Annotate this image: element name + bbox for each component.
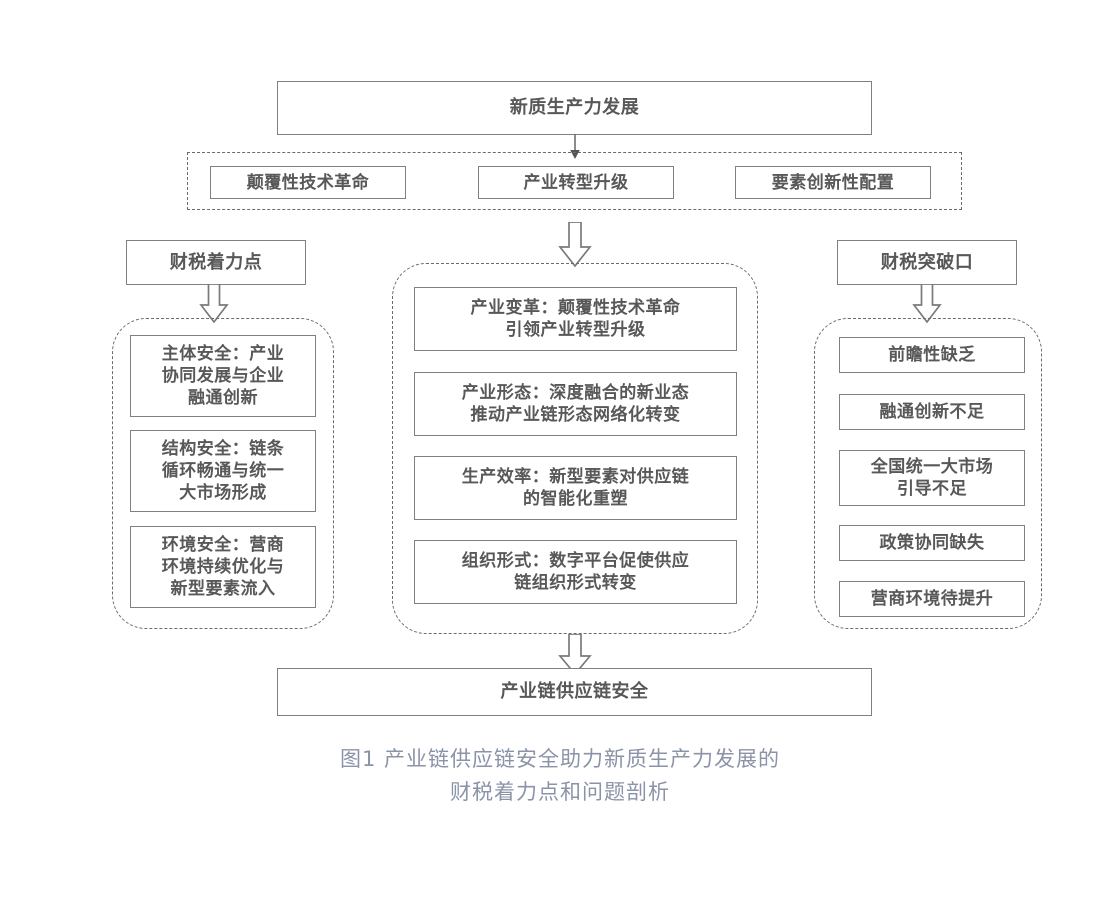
right-item-2[interactable]: 全国统一大市场 引导不足 [839, 450, 1025, 506]
arrow-left-header-to-items [199, 284, 229, 324]
driver-group-container [187, 152, 962, 210]
driver-item-2[interactable]: 要素创新性配置 [735, 166, 931, 199]
left-column-header[interactable]: 财税着力点 [126, 240, 306, 285]
right-item-4[interactable]: 营商环境待提升 [839, 581, 1025, 617]
center-item-1[interactable]: 产业形态：深度融合的新业态 推动产业链形态网络化转变 [414, 372, 737, 436]
center-item-2[interactable]: 生产效率：新型要素对供应链 的智能化重塑 [414, 456, 737, 520]
arrow-center-to-bottom [558, 634, 592, 676]
left-item-1[interactable]: 结构安全：链条 循环畅通与统一 大市场形成 [130, 430, 316, 512]
driver-item-0[interactable]: 颠覆性技术革命 [210, 166, 406, 199]
left-item-2[interactable]: 环境安全：营商 环境持续优化与 新型要素流入 [130, 526, 316, 608]
left-item-0[interactable]: 主体安全：产业 协同发展与企业 融通创新 [130, 335, 316, 417]
center-item-3[interactable]: 组织形式：数字平台促使供应 链组织形式转变 [414, 540, 737, 604]
right-item-3[interactable]: 政策协同缺失 [839, 525, 1025, 561]
right-item-0[interactable]: 前瞻性缺乏 [839, 337, 1025, 373]
arrow-right-header-to-items [912, 284, 942, 324]
figure-caption: 图1 产业链供应链安全助力新质生产力发展的 财税着力点和问题剖析 [339, 747, 781, 804]
right-column-header[interactable]: 财税突破口 [837, 240, 1017, 285]
arrow-drivers-to-center [558, 222, 592, 268]
left-column-container [112, 318, 334, 629]
center-item-0[interactable]: 产业变革：颠覆性技术革命 引领产业转型升级 [414, 287, 737, 351]
right-column-container [814, 318, 1042, 629]
node-top-new-quality-productivity[interactable]: 新质生产力发展 [277, 81, 872, 135]
right-item-1[interactable]: 融通创新不足 [839, 394, 1025, 430]
driver-item-1[interactable]: 产业转型升级 [478, 166, 674, 199]
node-bottom-supply-chain-security[interactable]: 产业链供应链安全 [277, 668, 872, 716]
